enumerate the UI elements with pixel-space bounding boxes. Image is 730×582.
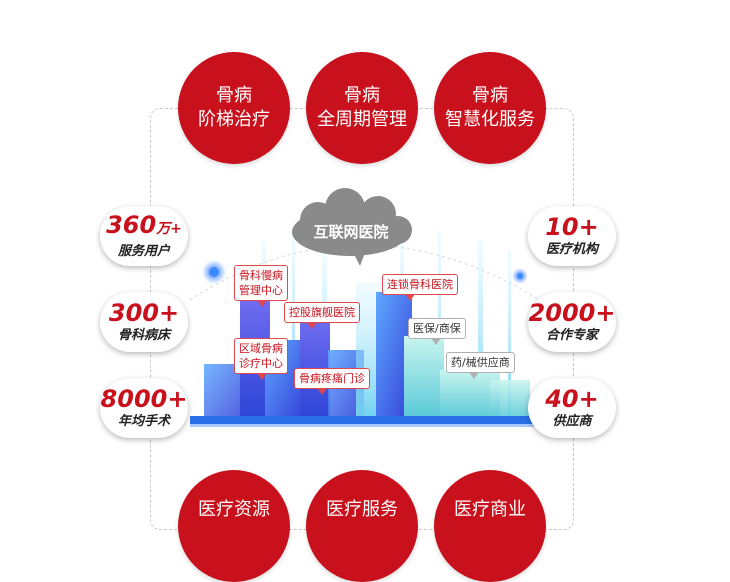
circle-line1: 骨病 xyxy=(472,85,508,106)
stat-label: 年均手术 xyxy=(117,414,170,429)
circle-step-treatment: 骨病 阶梯治疗 xyxy=(178,52,290,164)
stat-label: 服务用户 xyxy=(117,244,170,259)
circle-medical-commerce: 医疗商业 xyxy=(434,470,546,582)
stat-label: 供应商 xyxy=(552,414,592,429)
tag-line2: 管理中心 xyxy=(239,284,283,297)
tag-chain-hospital: 连锁骨科医院 xyxy=(382,274,458,301)
circle-line2: 全周期管理 xyxy=(317,109,407,130)
stat-number: 360万+ xyxy=(106,211,182,239)
stat-number: 300+ xyxy=(108,299,180,327)
circle-line2: 阶梯治疗 xyxy=(198,109,270,130)
building xyxy=(490,380,530,420)
stat-number: 40+ xyxy=(545,385,599,413)
stat-number: 8000+ xyxy=(100,385,188,413)
tag-text: 控股旗舰医院 xyxy=(289,306,355,319)
stat-experts: 2000+ 合作专家 xyxy=(528,292,616,352)
tag-text: 药/械供应商 xyxy=(451,356,510,369)
circle-smart-service: 骨病 智慧化服务 xyxy=(434,52,546,164)
circle-medical-resources: 医疗资源 xyxy=(178,470,290,582)
tag-insurance: 医保/商保 xyxy=(408,318,466,345)
circle-medical-services: 医疗服务 xyxy=(306,470,418,582)
circle-line1: 医疗资源 xyxy=(198,499,270,520)
tag-pain-clinic: 骨病疼痛门诊 xyxy=(294,368,370,395)
tag-text: 骨病疼痛门诊 xyxy=(299,372,365,385)
tag-text: 连锁骨科医院 xyxy=(387,278,453,291)
tag-line2: 诊疗中心 xyxy=(239,357,283,370)
tag-supplier: 药/械供应商 xyxy=(446,352,515,379)
stat-suppliers: 40+ 供应商 xyxy=(528,378,616,438)
stat-surgeries: 8000+ 年均手术 xyxy=(100,378,188,438)
light-bar xyxy=(292,230,295,420)
circle-line2: 智慧化服务 xyxy=(445,109,535,130)
stat-users: 360万+ 服务用户 xyxy=(100,206,188,266)
circle-full-cycle: 骨病 全周期管理 xyxy=(306,52,418,164)
cloud-icon xyxy=(292,188,412,266)
circle-line1: 医疗服务 xyxy=(326,499,398,520)
tag-chronic-center: 骨科慢病 管理中心 xyxy=(234,265,288,307)
stat-beds: 300+ 骨科病床 xyxy=(100,292,188,352)
tag-flagship-hospital: 控股旗舰医院 xyxy=(284,302,360,329)
tag-regional-center: 区域骨病 诊疗中心 xyxy=(234,338,288,380)
tag-line1: 骨科慢病 xyxy=(239,269,283,282)
city-illustration xyxy=(189,188,541,427)
stat-label: 骨科病床 xyxy=(117,328,170,343)
glow-dot xyxy=(209,267,219,277)
tag-text: 医保/商保 xyxy=(413,322,461,335)
glow-dot xyxy=(517,273,523,279)
circle-line1: 骨病 xyxy=(216,85,252,106)
tag-line1: 区域骨病 xyxy=(239,342,283,355)
circle-line1: 骨病 xyxy=(344,85,380,106)
ground-bar xyxy=(190,424,535,427)
stat-number: 10+ xyxy=(545,213,599,241)
stat-number: 2000+ xyxy=(528,299,616,327)
building xyxy=(404,336,444,420)
stat-institutions: 10+ 医疗机构 xyxy=(528,206,616,266)
stat-label: 合作专家 xyxy=(545,328,598,343)
light-bar xyxy=(478,240,483,420)
light-bar xyxy=(508,250,511,420)
cloud-label: 互联网医院 xyxy=(313,223,389,241)
ground-bar xyxy=(190,416,535,424)
stat-label: 医疗机构 xyxy=(545,242,598,257)
circle-line1: 医疗商业 xyxy=(454,499,526,520)
